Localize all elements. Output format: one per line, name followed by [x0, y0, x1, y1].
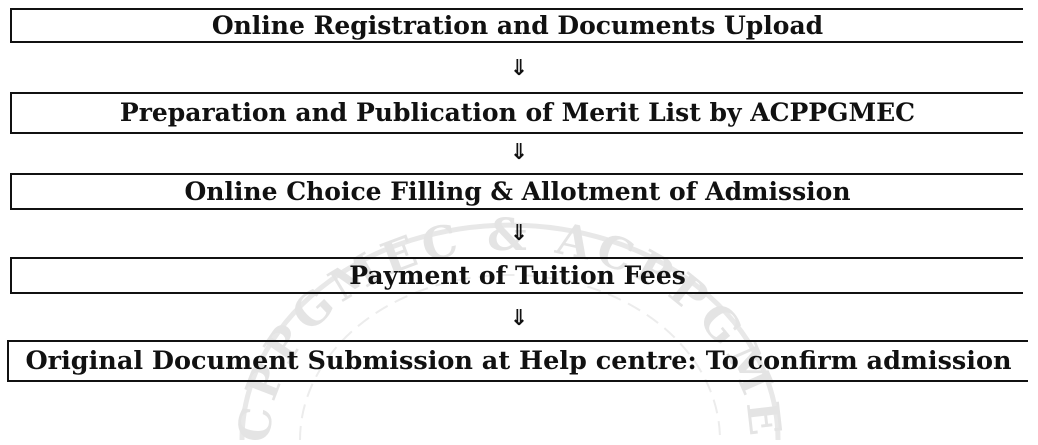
step-document-submission: Original Document Submission at Help cen… — [7, 340, 1028, 382]
step-choice-filling: Online Choice Filling & Allotment of Adm… — [10, 173, 1023, 210]
step-online-registration: Online Registration and Documents Upload — [10, 8, 1023, 43]
down-arrow-icon: ⇓ — [509, 140, 529, 165]
admission-flowchart: Online Registration and Documents Upload… — [7, 8, 1028, 382]
step-tuition-payment: Payment of Tuition Fees — [10, 257, 1023, 294]
down-arrow-icon: ⇓ — [509, 306, 529, 331]
down-arrow-icon: ⇓ — [509, 56, 529, 81]
down-arrow-icon: ⇓ — [509, 221, 529, 246]
step-merit-list: Preparation and Publication of Merit Lis… — [10, 92, 1023, 134]
